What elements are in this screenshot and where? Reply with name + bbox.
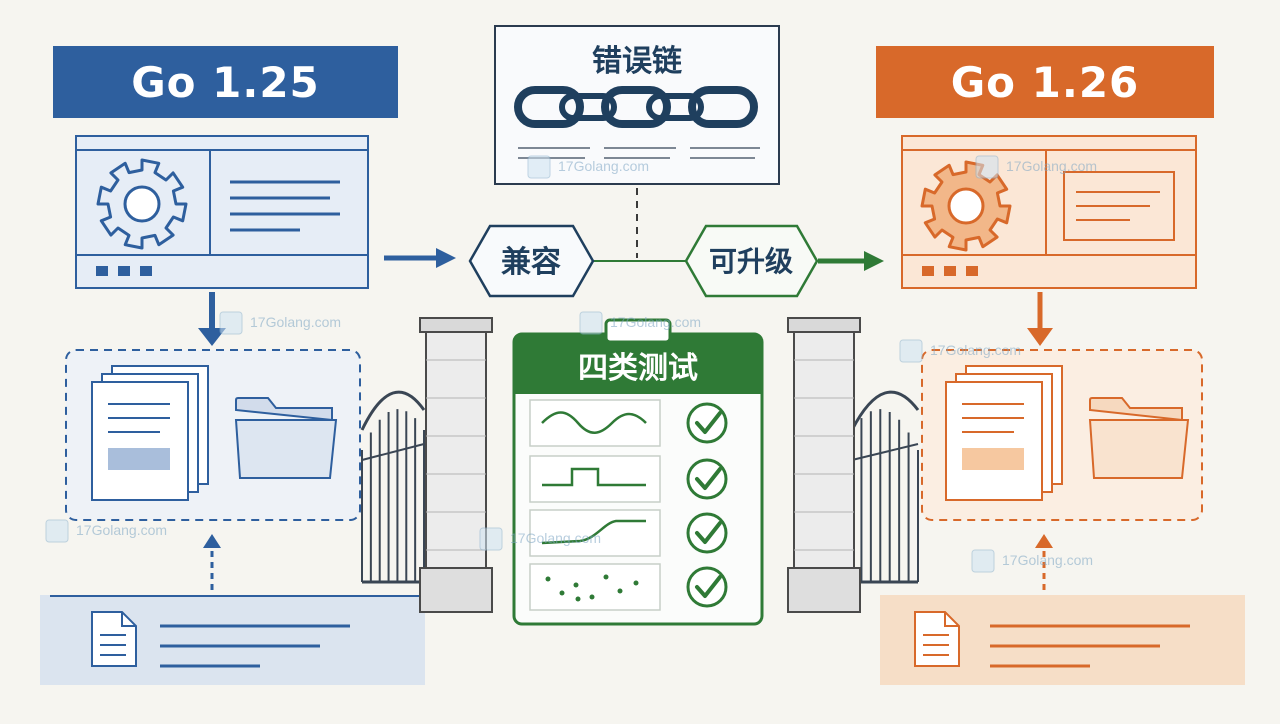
- test-row-wave-test: [529, 399, 728, 447]
- file-icon: [91, 611, 137, 667]
- folder-icon: [234, 397, 338, 479]
- gear-icon: [920, 160, 1012, 252]
- upgradable-hexagon: [684, 224, 819, 298]
- document-stack-icon: [91, 365, 209, 501]
- test-clipboard: [512, 318, 764, 626]
- gate-icon: [360, 317, 920, 613]
- document-stack-icon: [945, 365, 1063, 501]
- compatible-label: 兼容: [501, 245, 561, 280]
- watermark: 17Golang.com: [527, 155, 649, 179]
- watermark: 17Golang.com: [45, 519, 167, 543]
- left-version-banner: Go 1.25: [53, 46, 398, 118]
- test-row-ramp-test: [529, 509, 728, 557]
- test-row-scatter-test: [529, 563, 728, 611]
- right-storage-box: [921, 349, 1203, 521]
- folder-icon: [1088, 397, 1190, 479]
- compatible-hexagon: [468, 224, 595, 298]
- left-storage-box: [65, 349, 361, 521]
- watermark: 17Golang.com: [899, 339, 1021, 363]
- svg-text:17Golang.com: 17Golang.com: [1006, 158, 1097, 174]
- checkmark-icon: [686, 402, 728, 444]
- left-base-strip: [40, 595, 425, 685]
- error-chain-title: 错误链: [592, 44, 682, 79]
- svg-text:17Golang.com: 17Golang.com: [558, 158, 649, 174]
- upgradable-label: 可升级: [709, 245, 793, 278]
- checkmark-icon: [686, 512, 728, 554]
- left-server-card: [75, 135, 369, 289]
- right-up-dashed-arrow: [1035, 534, 1053, 590]
- svg-text:17Golang.com: 17Golang.com: [1002, 552, 1093, 568]
- right-down-arrow: [1027, 292, 1053, 346]
- test-row-step-test: [529, 455, 728, 503]
- watermark: 17Golang.com: [219, 311, 341, 335]
- svg-text:17Golang.com: 17Golang.com: [510, 530, 601, 546]
- svg-text:17Golang.com: 17Golang.com: [250, 314, 341, 330]
- checkmark-icon: [686, 566, 728, 608]
- watermark: 17Golang.com: [975, 155, 1097, 179]
- chain-icon: [514, 86, 758, 128]
- svg-text:17Golang.com: 17Golang.com: [76, 522, 167, 538]
- upgradable-to-right-arrow: [818, 251, 884, 271]
- svg-text:17Golang.com: 17Golang.com: [610, 314, 701, 330]
- right-server-card: [901, 135, 1197, 289]
- file-icon: [914, 611, 960, 667]
- watermark: 17Golang.com: [579, 311, 701, 335]
- left-down-arrow: [198, 292, 226, 346]
- gear-icon: [96, 158, 188, 250]
- checkmark-icon: [686, 458, 728, 500]
- left-to-compatible-arrow: [384, 248, 456, 268]
- svg-text:17Golang.com: 17Golang.com: [930, 342, 1021, 358]
- watermark: 17Golang.com: [971, 549, 1093, 573]
- right-version-banner: Go 1.26: [876, 46, 1214, 118]
- left-up-dashed-arrow: [203, 534, 221, 590]
- tests-title: 四类测试: [578, 351, 698, 386]
- right-base-strip: [880, 595, 1245, 685]
- watermark: 17Golang.com: [479, 527, 601, 551]
